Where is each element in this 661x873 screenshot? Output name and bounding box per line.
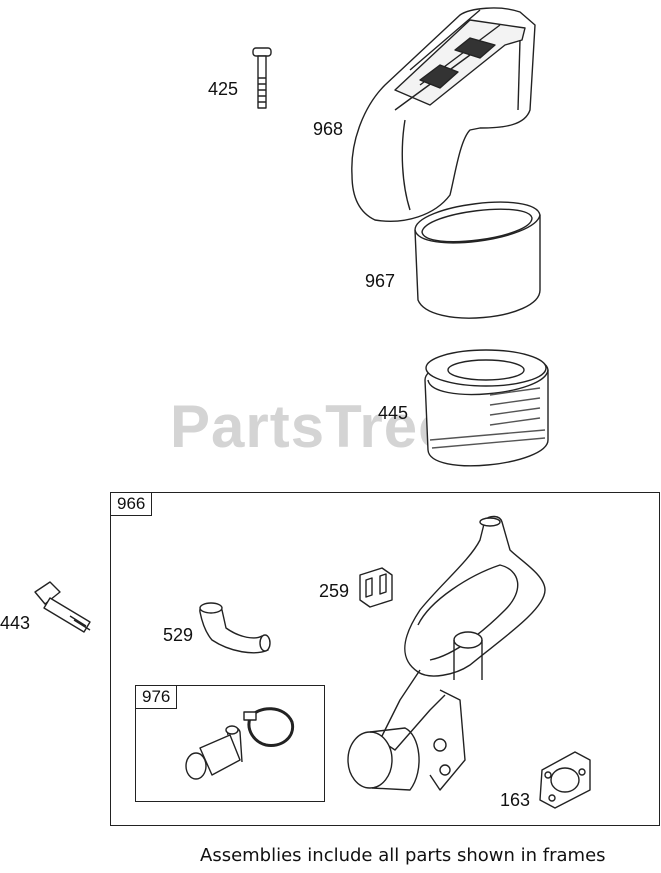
callout-163[interactable]: 163 [500, 790, 531, 810]
air-cleaner-base[interactable] [347, 515, 546, 791]
frame-assembly-976 [135, 685, 325, 802]
part-976-clamp[interactable] [243, 707, 295, 748]
callout-529[interactable]: 529 [163, 625, 194, 645]
part-443-bolt[interactable] [34, 581, 91, 633]
part-968-cover[interactable] [351, 7, 536, 222]
frame-label-976[interactable]: 976 [136, 686, 178, 709]
frame-label-966[interactable]: 966 [111, 493, 153, 516]
part-967-precleaner[interactable] [414, 201, 541, 319]
callout-968[interactable]: 968 [313, 119, 344, 139]
part-976-breather[interactable] [185, 725, 243, 780]
callout-967[interactable]: 967 [365, 271, 396, 291]
part-259-clip[interactable] [359, 567, 393, 608]
callout-443[interactable]: 443 [0, 613, 31, 633]
frame-assembly-966 [110, 492, 660, 826]
callout-259[interactable]: 259 [319, 581, 350, 601]
footer-note: Assemblies include all parts shown in fr… [200, 845, 606, 866]
part-529-elbow[interactable] [199, 602, 271, 654]
watermark-logo: PartsTree [170, 393, 453, 460]
callout-425[interactable]: 425 [208, 79, 239, 99]
part-163-gasket[interactable] [539, 751, 591, 809]
part-445-filter[interactable] [424, 349, 549, 467]
callout-445[interactable]: 445 [378, 403, 409, 423]
part-425-bolt[interactable] [252, 47, 272, 109]
